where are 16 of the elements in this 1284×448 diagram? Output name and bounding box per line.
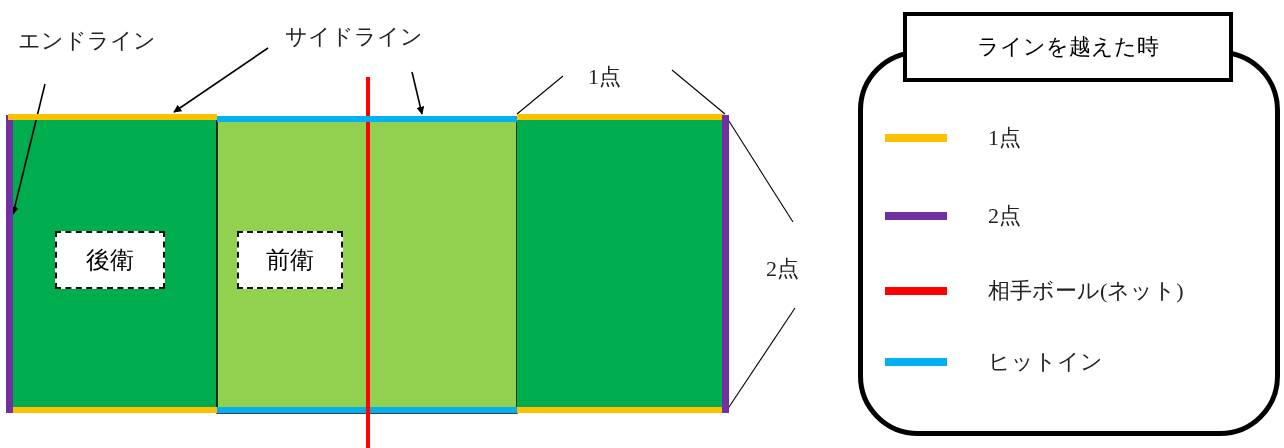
legend-text: 相手ボール(ネット) — [988, 280, 1184, 302]
callout-label: サイドライン — [285, 26, 423, 48]
leader-line — [173, 47, 269, 113]
leader-line — [516, 75, 564, 115]
callout-label: エンドライン — [18, 30, 156, 52]
legend-text: 2点 — [988, 205, 1021, 227]
leader-line — [411, 71, 425, 115]
position-label: 後衛 — [55, 231, 165, 289]
position-label: 前衛 — [237, 231, 343, 289]
callout-label: 2点 — [766, 258, 799, 280]
callout-label: 1点 — [588, 66, 621, 88]
leader-line — [10, 83, 46, 215]
legend-text: 1点 — [988, 127, 1021, 149]
legend-text: ヒットイン — [988, 351, 1103, 373]
leader-line — [671, 69, 726, 115]
legend-title: ラインを越えた時 — [903, 12, 1233, 82]
